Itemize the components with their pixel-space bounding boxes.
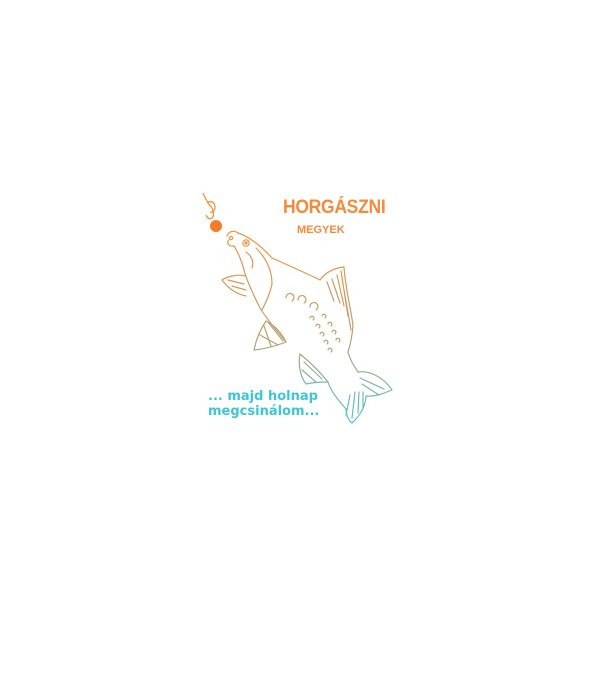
tagline-line-2: megcsinálom...	[208, 404, 320, 419]
fishing-hook-icon	[202, 192, 216, 220]
tagline-line-1: ... majd holnap	[208, 389, 318, 404]
carp-fish-icon	[221, 230, 393, 424]
bait-ball-icon	[210, 220, 222, 232]
subtitle-text: MEGYEK	[297, 224, 345, 236]
title-text: HORGÁSZNI	[283, 197, 386, 218]
